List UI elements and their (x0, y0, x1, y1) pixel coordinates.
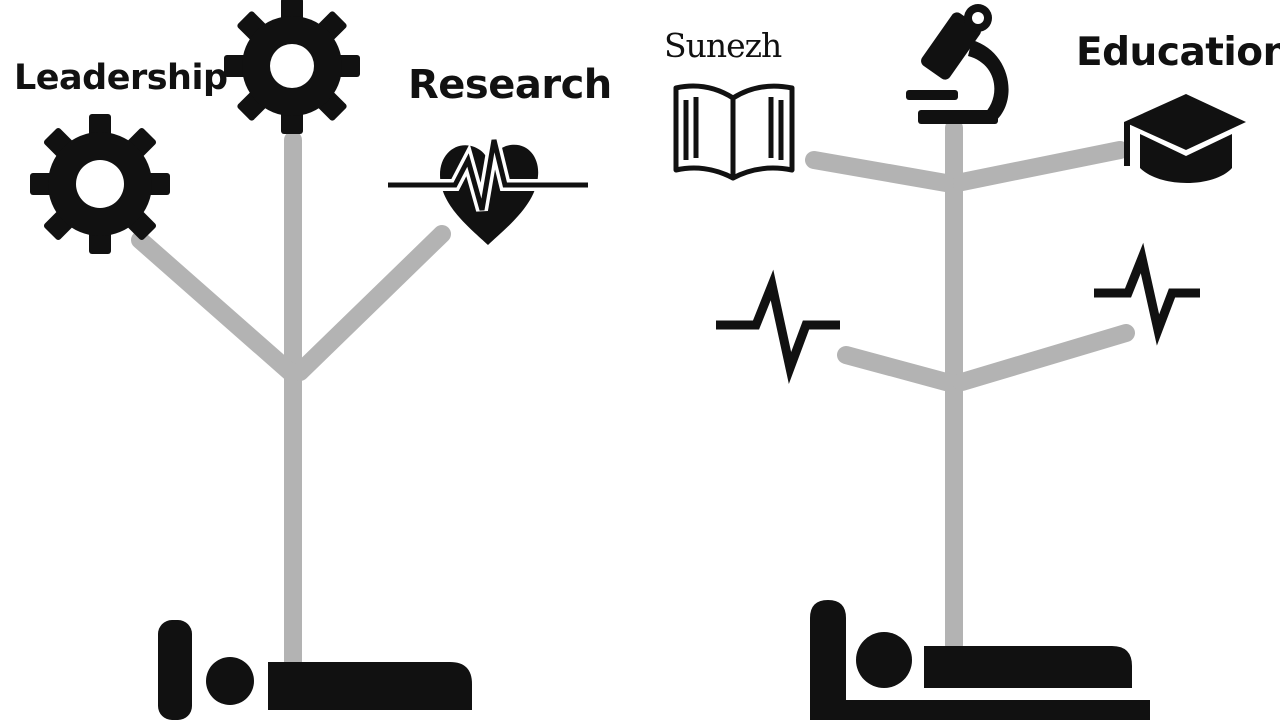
left-branch-research (291, 225, 451, 381)
left-branch-leadership (131, 231, 299, 381)
open-book-icon (673, 83, 795, 181)
garbled-label: Sunezh (664, 26, 782, 65)
right-tree-branches (805, 119, 1135, 654)
left-tree-branches (131, 131, 451, 674)
graduation-cap-icon (1124, 94, 1246, 183)
patient-in-bed-icon (158, 620, 472, 720)
left-tree (30, 0, 588, 720)
leadership-label: Leadership (14, 58, 228, 98)
microscope-icon (906, 4, 1009, 124)
right-tree (673, 4, 1246, 720)
research-label: Research (408, 62, 612, 108)
right-branch-upper-left (805, 151, 955, 192)
right-branch-lower-left (837, 346, 955, 391)
heartbeat-icon (388, 138, 588, 245)
patient-in-bed-icon (810, 600, 1150, 720)
education-label: Education (1076, 30, 1280, 75)
pulse-line-icon (716, 269, 840, 384)
right-branch-upper-right (953, 141, 1129, 191)
gear-icon (224, 0, 360, 134)
pulse-line-icon (1094, 242, 1200, 346)
right-branch-lower-right (953, 324, 1135, 391)
gear-icon (30, 114, 170, 254)
